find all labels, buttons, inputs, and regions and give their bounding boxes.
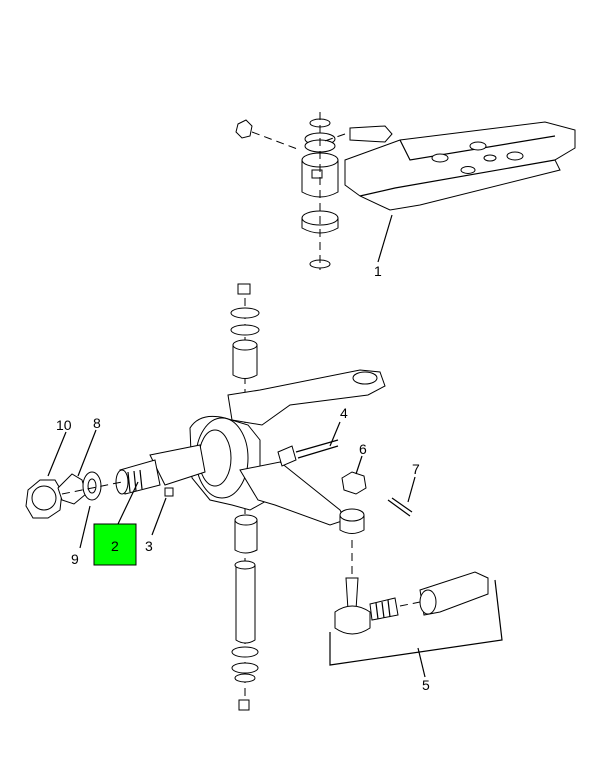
callout-labels: 1 2 3 4 5 6 7 8 9 10 [56,263,430,693]
callout-6[interactable]: 6 [359,441,367,457]
callout-7[interactable]: 7 [412,461,420,477]
steering-knuckle-assembly [115,283,503,711]
callout-8[interactable]: 8 [93,415,101,431]
callout-9[interactable]: 9 [71,551,79,567]
callout-10[interactable]: 10 [56,417,72,433]
leader-lines [47,421,416,549]
callout-2[interactable]: 2 [111,538,119,554]
callout-5[interactable]: 5 [422,677,430,693]
axle-beam-assembly [235,112,576,270]
callout-3[interactable]: 3 [145,538,153,554]
callout-1[interactable]: 1 [374,263,382,279]
highlight-box-callout-2[interactable] [93,523,137,566]
callout-4[interactable]: 4 [340,405,348,421]
spindle-hardware [25,471,123,519]
